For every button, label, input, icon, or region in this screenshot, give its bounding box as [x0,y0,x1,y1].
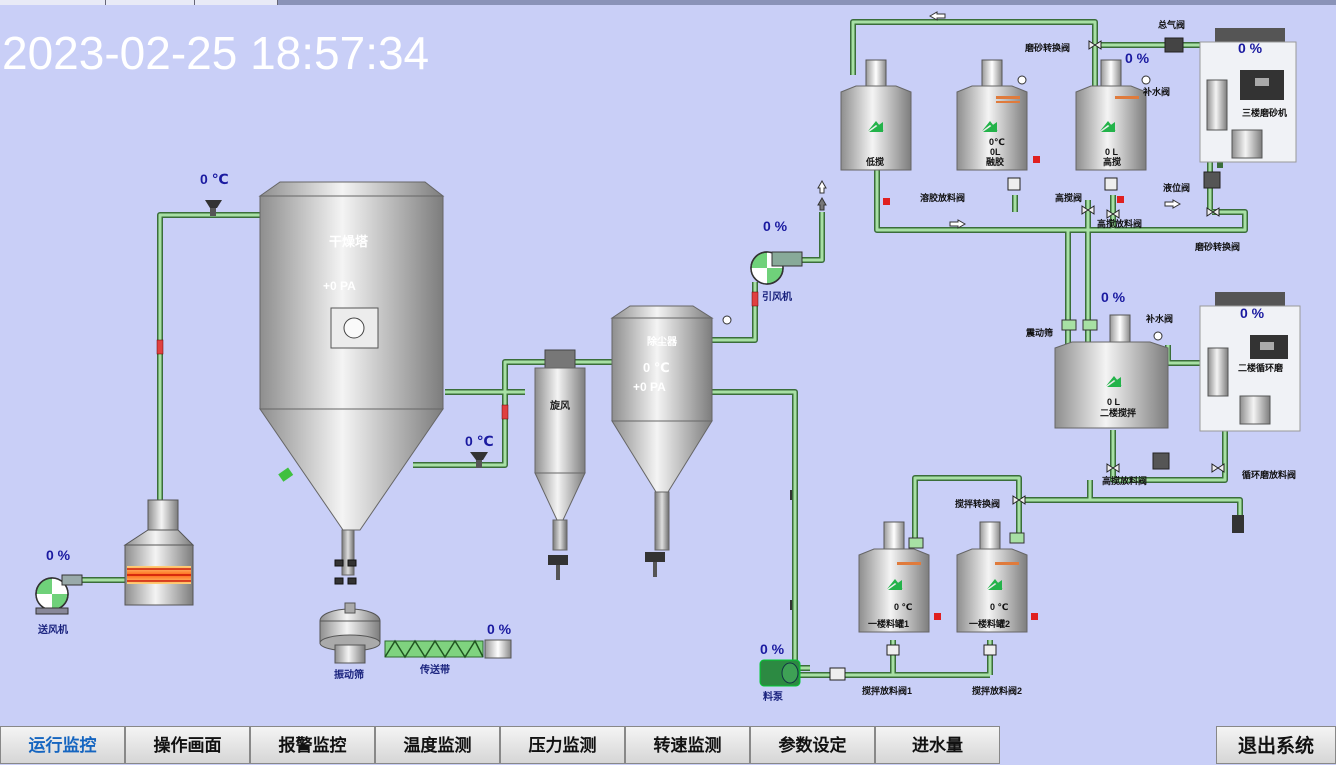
water-add-mid-label: 补水阀 [1146,314,1174,324]
supply-fan-label: 送风机 [38,625,68,636]
grind-pct: 0 % [1125,50,1150,66]
high-mix-valve-label: 高搅阀 [1055,193,1083,203]
level-valve-label: 液位阀 [1163,183,1191,193]
total-gas-valve-label: 总气阀 [1158,20,1186,30]
induced-fan-pct: 0 % [763,218,788,234]
tank-melt-label: 融胶 [986,157,1005,167]
tank-2nd-floor-mix [1054,314,1169,429]
high-discharge-mid-label: 高搅放料阀 [1102,476,1148,486]
tab-pressure[interactable]: 压力监测 [500,726,625,764]
tab-temperature[interactable]: 温度监测 [375,726,500,764]
tab-water-intake[interactable]: 进水量 [875,726,1000,764]
dryer-outlet-temp: 0 ℃ [465,433,494,449]
cyclone-separator [534,349,586,580]
tank-2nd-mix-level: 0 L [1107,397,1121,407]
tank-low-mix [840,59,912,205]
tab-operation[interactable]: 操作画面 [125,726,250,764]
tank-melt-temp: 0℃ [989,137,1005,147]
tank-low-mix-label: 低搅 [866,157,885,167]
grind-switch-right-label: 磨砂转换阀 [1195,242,1241,252]
conveyor-belt [384,639,512,659]
conveyor-label: 传送带 [420,665,450,676]
mill3-pct: 0 % [1238,40,1263,56]
mid-pct: 0 % [1101,289,1126,305]
dryer-pressure: +0 PA [323,279,356,293]
cyclone-label: 旋风 [550,401,570,412]
tank-1f-2-label: 一楼料罐2 [969,619,1011,629]
induced-fan-label: 引风机 [762,292,792,303]
pump-pct: 0 % [760,641,785,657]
thermo-sensor-dryer-inlet [205,200,222,216]
clock-display: 2023-02-25 18:57:34 [2,27,430,79]
mix-switch-valves [908,532,1025,549]
tank-melt [956,59,1040,191]
supply-fan-pct: 0 % [46,547,71,563]
dryer-inlet-temp: 0 ℃ [200,171,229,187]
melt-discharge-label: 溶胶放料阀 [920,193,966,203]
tank-high-mix [1075,59,1151,203]
induced-fan [750,251,803,285]
material-pump [759,659,846,687]
tank-1f-1-temp: 0 ℃ [894,602,913,612]
tank-melt-level: 0L [990,147,1001,157]
mix-discharge-2-label: 搅拌放料阀2 [972,686,1023,696]
high-mix-discharge-label: 高搅放料阀 [1097,219,1143,229]
water-add-top-label: 补水阀 [1143,87,1171,97]
tab-run-monitor[interactable]: 运行监控 [0,726,125,764]
mid-pump [1152,452,1170,470]
dust-collector-pressure: +0 PA [633,380,666,394]
air-heater [123,499,195,606]
tank-1f-2-temp: 0 ℃ [990,602,1009,612]
pump-label: 料泵 [763,692,783,703]
tank-1st-floor-1 [858,521,941,656]
window-top-strip [0,0,1336,5]
vibrating-screen [319,602,381,664]
tank-high-mix-label: 高搅 [1103,157,1122,167]
tank-high-mix-level: 0 L [1105,147,1119,157]
mix-discharge-1-label: 搅拌放料阀1 [862,686,913,696]
tab-speed[interactable]: 转速监测 [625,726,750,764]
dust-collector-label: 除尘器 [647,337,677,348]
mill2-label: 二楼循环磨 [1238,363,1284,373]
supply-fan-group [35,574,83,615]
tank-1st-floor-2 [956,521,1038,656]
tank-2nd-mix-label: 二楼搅拌 [1100,408,1137,418]
dust-collector-temp: 0 ℃ [643,360,670,375]
mill3-label: 三楼磨砂机 [1242,108,1288,118]
tab-parameters[interactable]: 参数设定 [750,726,875,764]
bottom-nav-bar: 运行监控 操作画面 报警监控 温度监测 压力监测 转速监测 参数设定 进水量 [0,726,1336,764]
mill-2nd-floor [1199,292,1301,432]
grind-switch-top-label: 磨砂转换阀 [1025,43,1071,53]
conveyor-pct: 0 % [487,621,512,637]
vibrating-screen-label: 振动筛 [334,670,364,681]
mix-switch-label: 搅拌转换阀 [955,499,1001,509]
vib-screen-valve-label: 震动筛 [1026,328,1054,338]
tab-alarm-monitor[interactable]: 报警监控 [250,726,375,764]
drying-tower [258,181,445,585]
thermo-sensor-dryer-outlet [470,452,488,468]
circ-grind-discharge-label: 循环磨放料阀 [1242,470,1297,480]
process-diagram [35,11,1301,687]
dust-collector [610,305,732,577]
mill-3rd-floor [1164,28,1297,163]
dryer-title: 干燥塔 [329,234,369,249]
mill2-pct: 0 % [1240,305,1265,321]
level-valve-pump [1203,171,1221,189]
exit-system-button[interactable]: 退出系统 [1216,726,1336,764]
tank-1f-1-label: 一楼料罐1 [868,619,910,629]
